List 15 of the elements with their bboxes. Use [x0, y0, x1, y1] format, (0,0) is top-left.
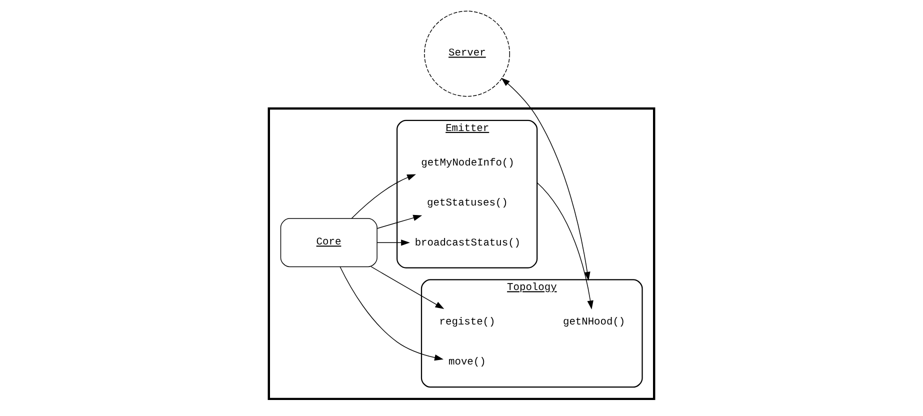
node-box: Core [280, 218, 378, 268]
node-text: broadcastStatus() [414, 237, 521, 250]
arrow [370, 266, 444, 310]
node-text: registe() [439, 316, 496, 329]
arrow [376, 214, 422, 229]
arrow [376, 240, 410, 246]
arrow [501, 78, 590, 281]
node-text: getNHood() [562, 316, 626, 329]
node-text: getStatuses() [427, 197, 508, 210]
arrow [351, 174, 416, 219]
cluster [268, 107, 656, 400]
arrow [536, 182, 594, 310]
arrow [340, 266, 444, 361]
node-text: getMyNodeInfo() [421, 157, 514, 170]
node-text: move() [448, 356, 486, 369]
